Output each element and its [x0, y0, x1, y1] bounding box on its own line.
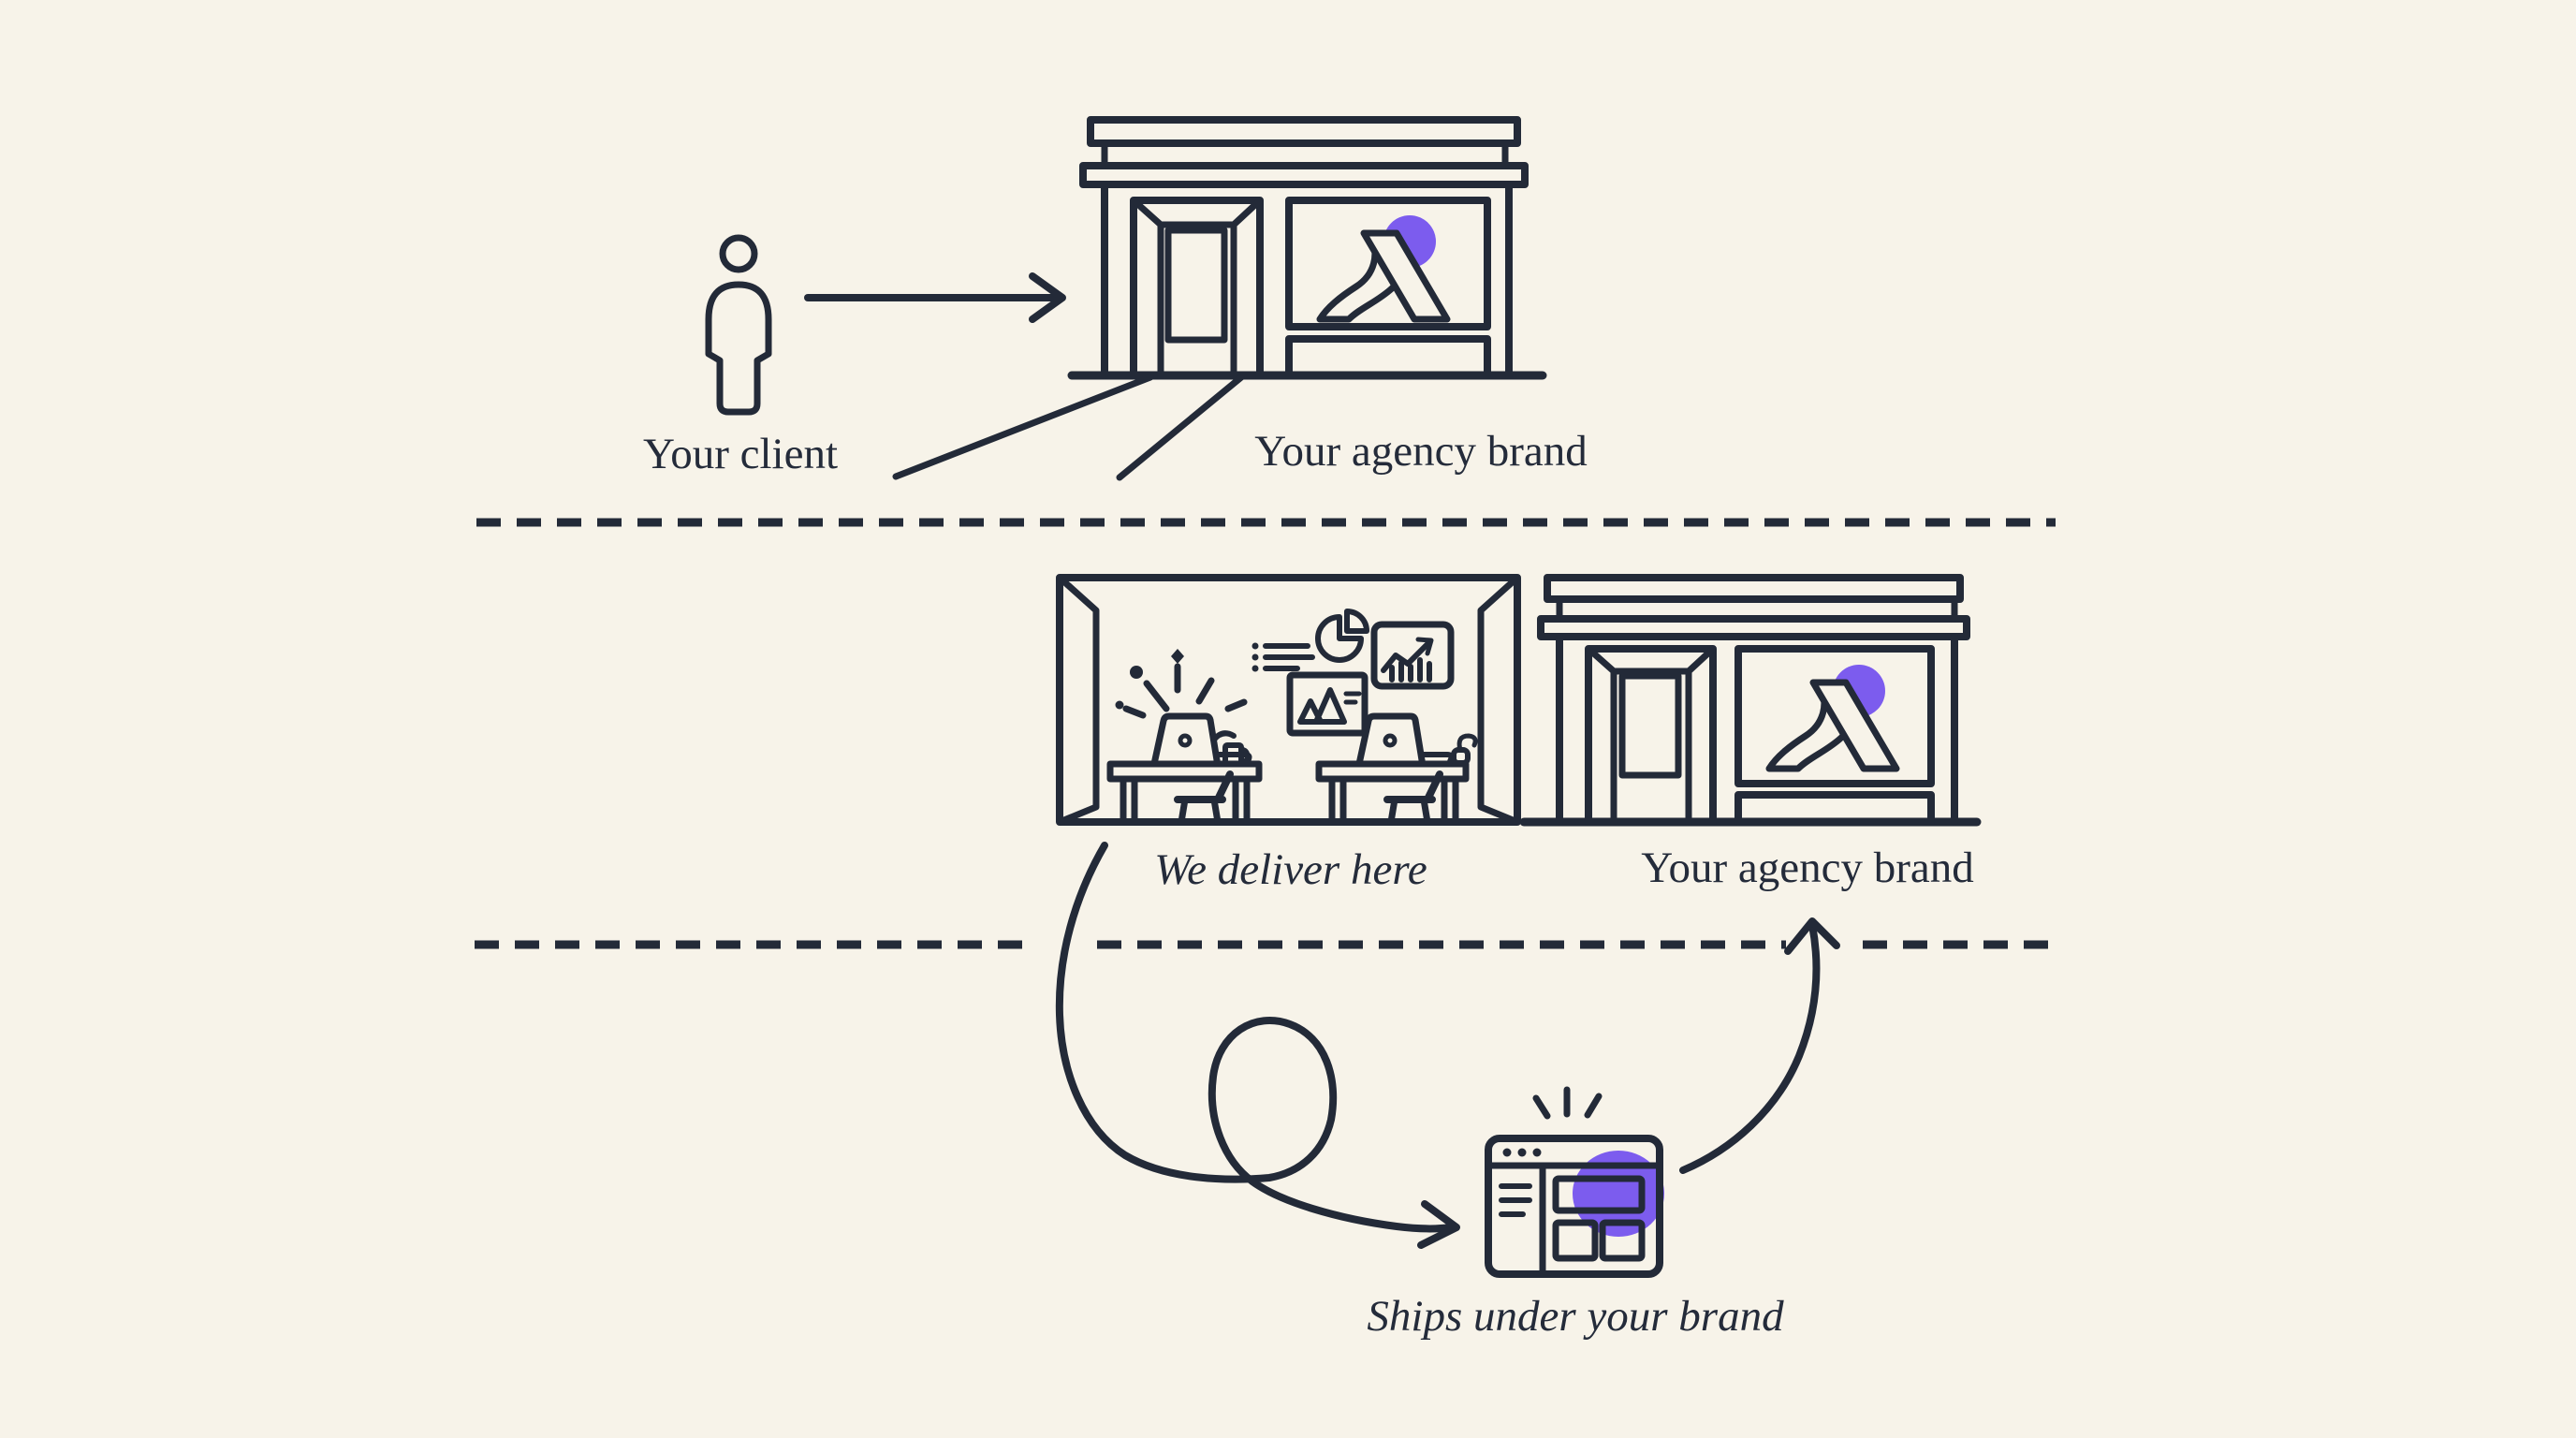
agency-logo-icon — [1320, 215, 1447, 319]
storefront-icon — [1067, 116, 1547, 380]
chair-icon — [1174, 770, 1234, 826]
bullet-list-icon — [1251, 642, 1315, 672]
browser-window-icon — [1485, 1086, 1664, 1278]
agency-brand-label-top: Your agency brand — [1254, 427, 1587, 476]
slide-chart-icon — [1286, 671, 1368, 737]
loop-arrow-icon — [1055, 842, 1460, 1249]
walkway-lines-icon — [892, 374, 1245, 481]
up-arrow-icon — [1679, 917, 1840, 1174]
sparkle-burst-icon — [1115, 649, 1248, 719]
ships-under-brand-label: Ships under your brand — [1367, 1292, 1784, 1341]
sparkle-burst-icon — [1532, 1086, 1603, 1120]
agency-brand-label-mid: Your agency brand — [1641, 844, 1973, 892]
chair-icon — [1383, 770, 1443, 826]
door-icon — [1130, 197, 1264, 379]
workspace-room-icon — [1056, 574, 1521, 826]
laptop-icon — [1150, 712, 1252, 768]
we-deliver-label: We deliver here — [1154, 845, 1427, 894]
arrow-right-icon — [804, 272, 1066, 323]
storefront-icon — [1519, 574, 1982, 827]
laptop-icon — [1355, 712, 1455, 768]
coffee-mug-icon — [1211, 730, 1251, 767]
client-person-icon — [705, 234, 772, 416]
mouse-icon — [1451, 733, 1478, 766]
shop-window-icon — [1285, 197, 1491, 379]
shop-window-icon — [1734, 645, 1935, 826]
agency-logo-icon — [1769, 665, 1896, 769]
client-label: Your client — [643, 430, 838, 478]
door-icon — [1585, 645, 1717, 826]
growth-chart-icon — [1370, 621, 1455, 690]
pie-chart-icon — [1315, 609, 1369, 663]
